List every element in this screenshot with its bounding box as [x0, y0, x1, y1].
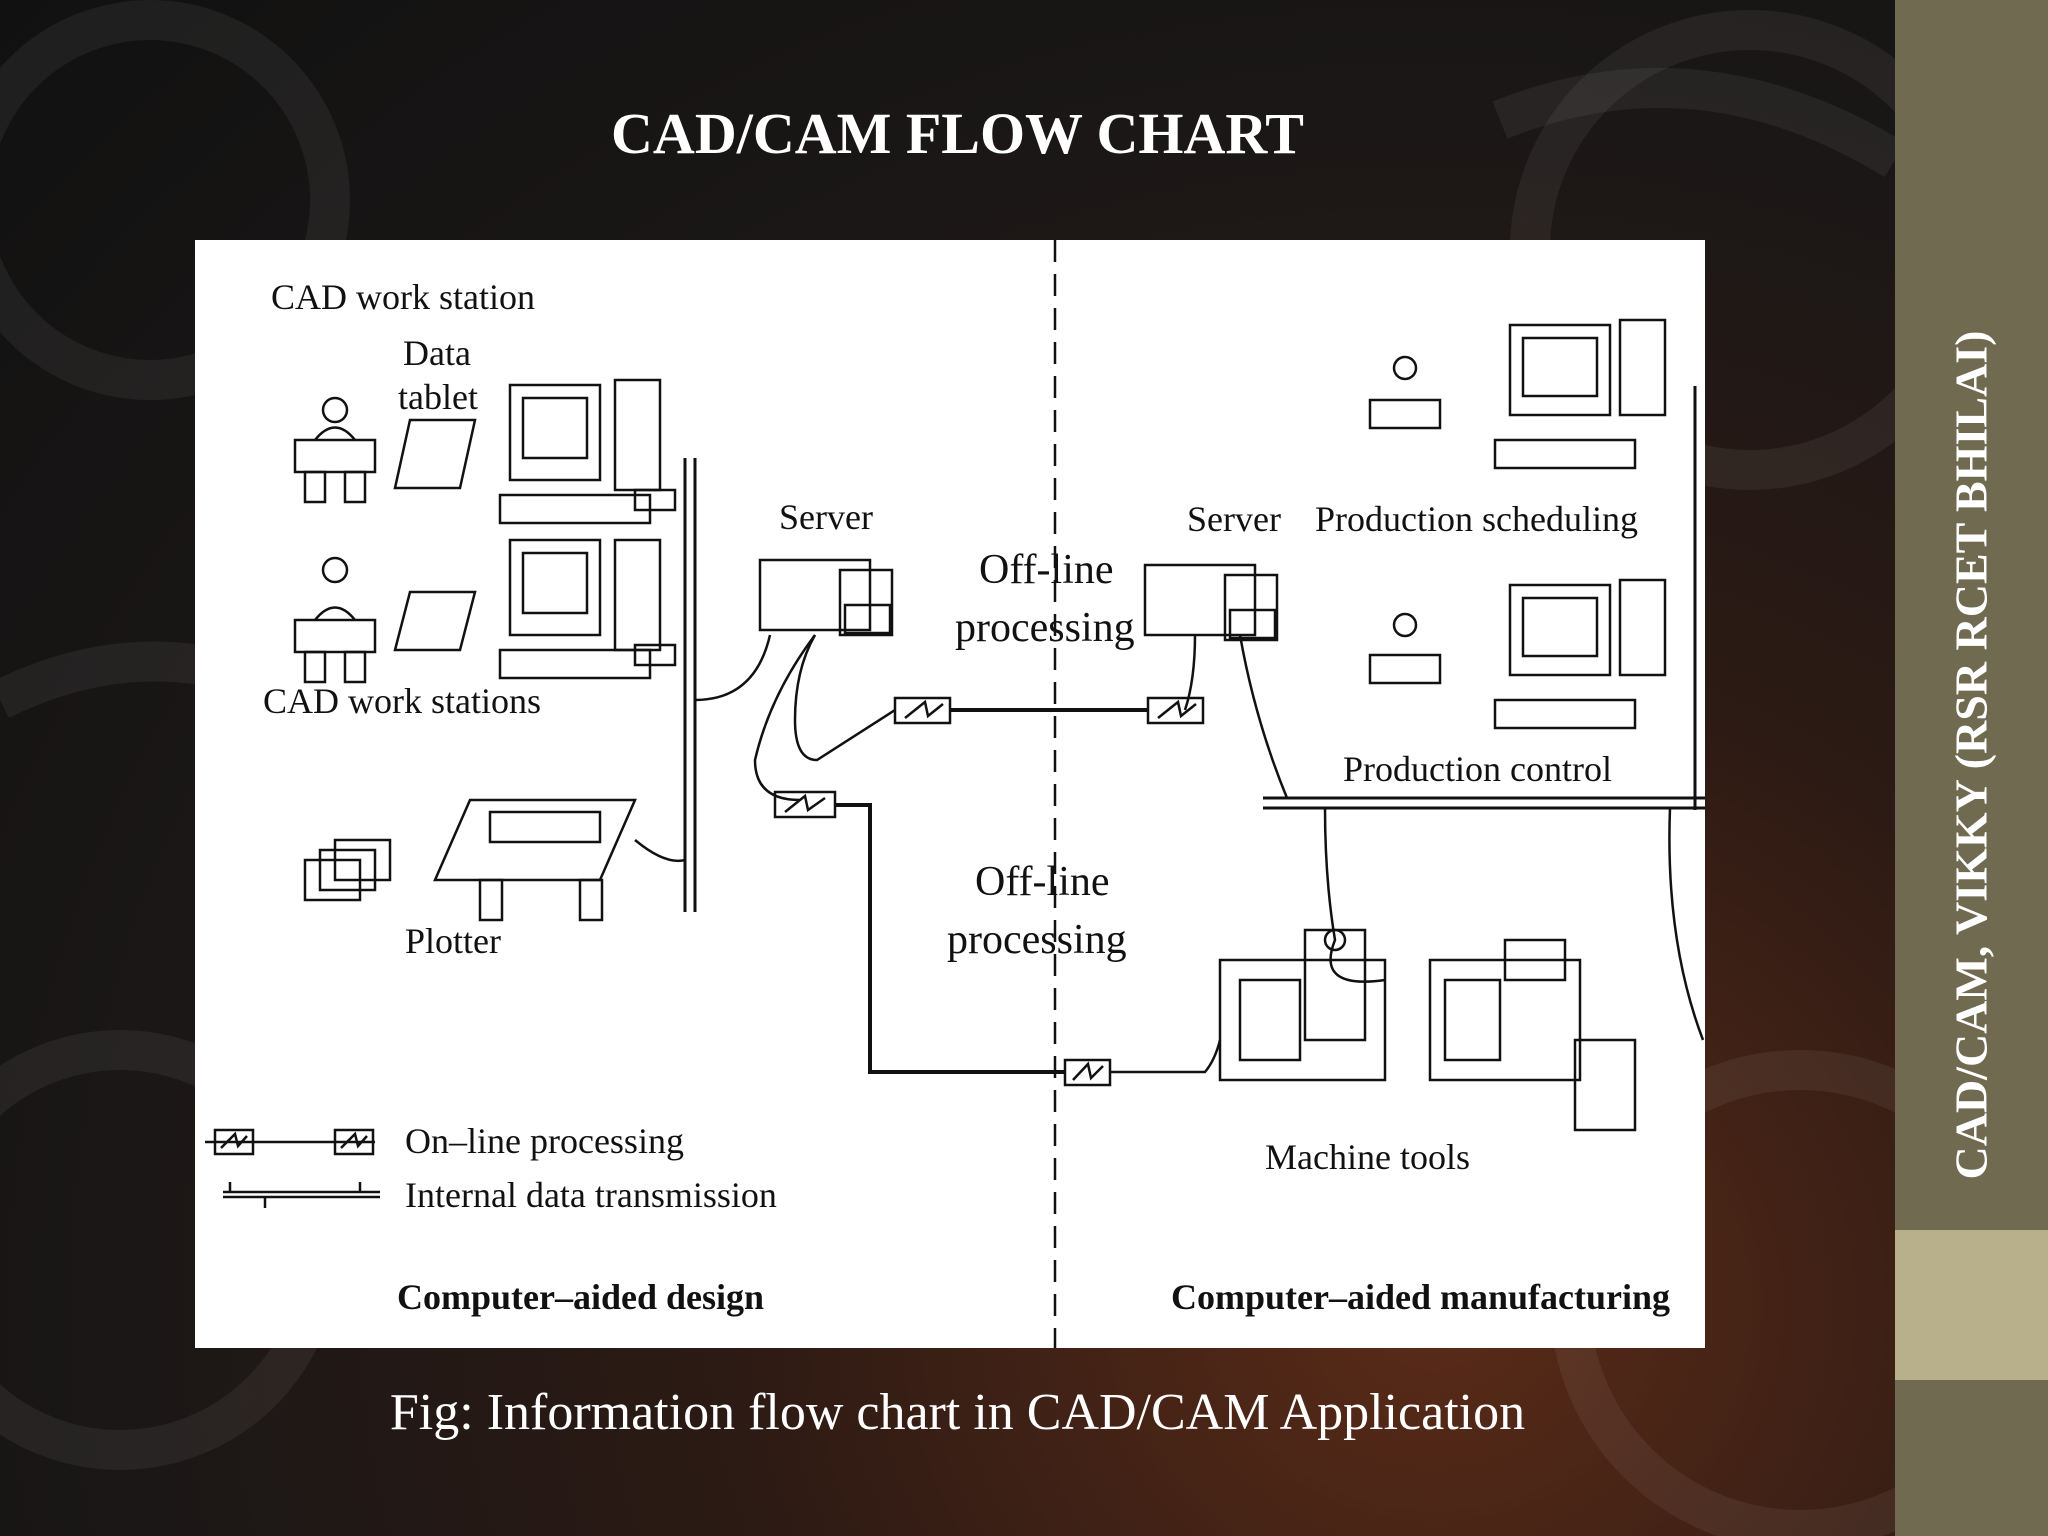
- figure-caption: Fig: Information flow chart in CAD/CAM A…: [389, 1384, 1526, 1441]
- cad-workstation-1: [293, 378, 677, 525]
- slide-title: CAD/CAM FLOW CHART: [611, 101, 1304, 166]
- modem-box: [773, 790, 837, 819]
- legend-internal-symbol: [223, 1182, 380, 1208]
- offline-processing-1-line1: Off-line: [979, 547, 1114, 593]
- server-left-device: [758, 558, 894, 637]
- machine-tools-device: [1218, 928, 1637, 1132]
- online-link-machines: [835, 803, 1065, 1074]
- cad-workstation-2: [293, 538, 677, 684]
- offline-processing-2-line1: Off-line: [975, 859, 1110, 905]
- data-tablet-label-1: Data: [403, 333, 471, 373]
- production-scheduling-station: [1368, 318, 1667, 470]
- offline-processing-1-line2: processing: [955, 605, 1135, 651]
- data-tablet-label-2: tablet: [398, 377, 478, 417]
- modem-box: [893, 696, 952, 725]
- machine-tools-label: Machine tools: [1265, 1137, 1470, 1177]
- legend-internal-label: Internal data transmission: [405, 1175, 777, 1215]
- diagram-panel: CAD work station Data tablet CAD work st…: [195, 240, 1705, 1348]
- plotter-label: Plotter: [405, 921, 501, 961]
- plotter-device: [303, 798, 686, 922]
- sidebar-author-text: CAD/CAM, VIKKY (RSR RCET BHILAI): [1945, 330, 1997, 1180]
- production-scheduling-label: Production scheduling: [1315, 499, 1638, 539]
- production-control-station: [1368, 578, 1667, 730]
- server-right-device: [1143, 563, 1279, 642]
- modem-box: [1146, 696, 1205, 725]
- cam-section-label: Computer–aided manufacturing: [1171, 1277, 1671, 1317]
- modem-box: [1063, 1058, 1112, 1087]
- server-left-label: Server: [779, 497, 873, 537]
- offline-processing-2-line2: processing: [947, 917, 1127, 963]
- server-left-link: [694, 634, 772, 702]
- flow-diagram: [205, 240, 1705, 1348]
- server-right-label: Server: [1187, 499, 1281, 539]
- sidebar-band: [1895, 1230, 2048, 1380]
- legend-online-symbol: [205, 1128, 375, 1156]
- production-control-label: Production control: [1343, 749, 1612, 789]
- cad-section-label: Computer–aided design: [397, 1277, 765, 1317]
- cad-work-station-label: CAD work station: [271, 277, 535, 317]
- sidebar: CAD/CAM, VIKKY (RSR RCET BHILAI): [1895, 0, 2048, 1536]
- cad-work-stations-label: CAD work stations: [263, 681, 541, 721]
- legend-online-label: On–line processing: [405, 1121, 684, 1161]
